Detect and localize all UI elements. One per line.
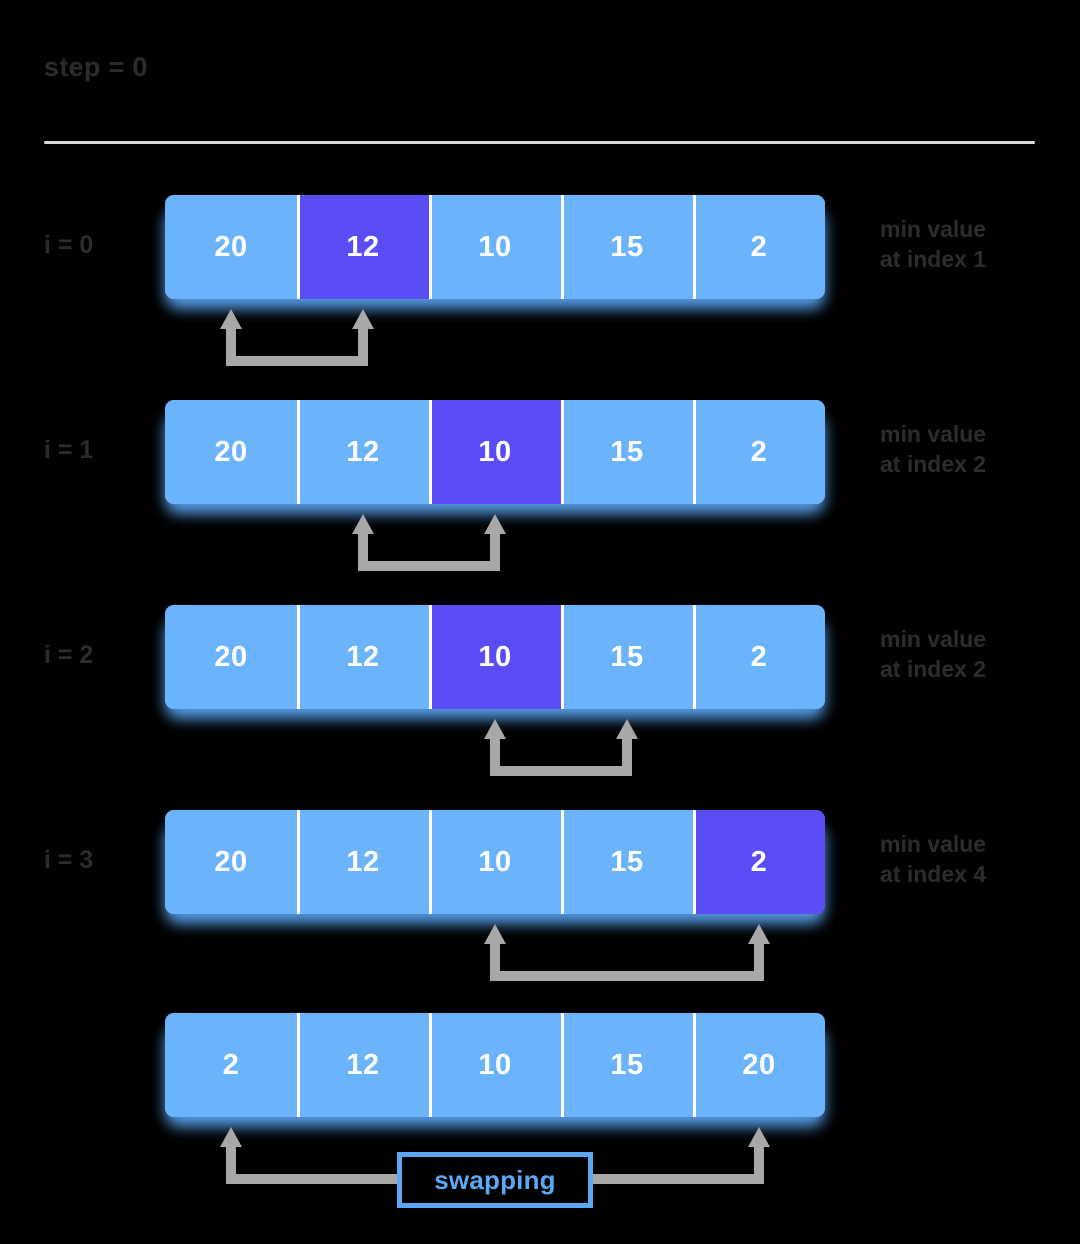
array-cell[interactable]: 10 bbox=[429, 195, 561, 299]
row-index-label: i = 1 bbox=[44, 436, 94, 464]
swap-connector bbox=[165, 514, 825, 584]
array-cell[interactable]: 20 bbox=[165, 195, 297, 299]
min-value-note-line2: at index 1 bbox=[880, 246, 987, 273]
array-cell[interactable]: 2 bbox=[693, 400, 825, 504]
swap-connector bbox=[165, 719, 825, 789]
min-value-note-line2: at index 2 bbox=[880, 656, 987, 683]
min-value-note-line1: min value bbox=[880, 626, 987, 652]
array-cell-highlighted[interactable]: 10 bbox=[429, 400, 561, 504]
array-cell[interactable]: 10 bbox=[429, 810, 561, 914]
array-cell[interactable]: 20 bbox=[165, 400, 297, 504]
array-cell[interactable]: 15 bbox=[561, 195, 693, 299]
min-value-note-line2: at index 4 bbox=[880, 861, 987, 888]
step-label: step = 0 bbox=[44, 52, 148, 82]
array-cell[interactable]: 15 bbox=[561, 1013, 693, 1117]
array-cell-highlighted[interactable]: 12 bbox=[297, 195, 429, 299]
swap-connector bbox=[165, 924, 825, 994]
min-value-note-line2: at index 2 bbox=[880, 451, 987, 478]
array-cell[interactable]: 20 bbox=[693, 1013, 825, 1117]
array-cell[interactable]: 20 bbox=[165, 605, 297, 709]
array-cell-highlighted[interactable]: 2 bbox=[693, 810, 825, 914]
array-cell-highlighted[interactable]: 10 bbox=[429, 605, 561, 709]
array-cell[interactable]: 2 bbox=[693, 605, 825, 709]
swapping-badge: swapping bbox=[397, 1152, 593, 1208]
array-cell[interactable]: 12 bbox=[297, 400, 429, 504]
array-cell[interactable]: 15 bbox=[561, 810, 693, 914]
row-index-label: i = 0 bbox=[44, 231, 94, 259]
min-value-note-line1: min value bbox=[880, 216, 987, 242]
min-value-note-line1: min value bbox=[880, 421, 987, 447]
header-divider bbox=[44, 141, 1035, 144]
array-cell[interactable]: 15 bbox=[561, 605, 693, 709]
array-cell[interactable]: 15 bbox=[561, 400, 693, 504]
array-cell[interactable]: 2 bbox=[693, 195, 825, 299]
min-value-note: min value at index 2 bbox=[880, 624, 986, 685]
swap-connector bbox=[165, 309, 825, 379]
row-index-label: i = 3 bbox=[44, 846, 94, 874]
min-value-note: min value at index 1 bbox=[880, 214, 986, 275]
min-value-note: min value at index 4 bbox=[880, 829, 986, 890]
array-cell[interactable]: 10 bbox=[429, 1013, 561, 1117]
array-cell[interactable]: 20 bbox=[165, 810, 297, 914]
min-value-note: min value at index 2 bbox=[880, 419, 986, 480]
array-cell[interactable]: 12 bbox=[297, 1013, 429, 1117]
array-cell[interactable]: 12 bbox=[297, 810, 429, 914]
array-cell[interactable]: 2 bbox=[165, 1013, 297, 1117]
min-value-note-line1: min value bbox=[880, 831, 987, 857]
array-cell[interactable]: 12 bbox=[297, 605, 429, 709]
row-index-label: i = 2 bbox=[44, 641, 94, 669]
